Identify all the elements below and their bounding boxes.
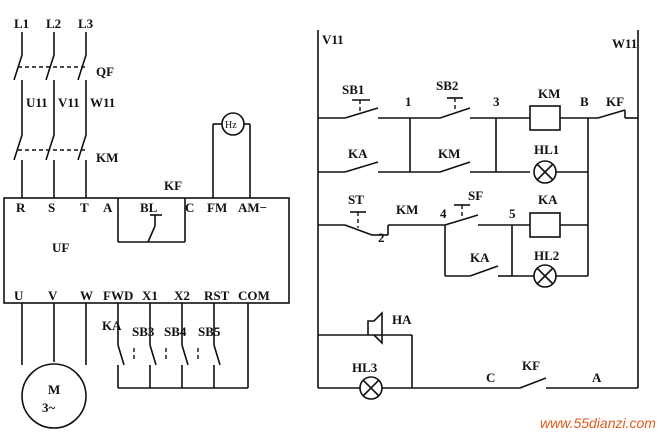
label-sb2: SB2 [436, 78, 458, 93]
label-hl3: HL3 [352, 360, 378, 375]
label-n2: 2 [378, 230, 385, 245]
horn-ha-icon [367, 311, 383, 345]
ka-coil [529, 212, 561, 238]
label-km-row3: KM [396, 202, 418, 217]
label-w: W [80, 288, 93, 303]
label-sb5: SB5 [198, 324, 221, 339]
label-qf: QF [96, 64, 114, 79]
label-c: C [185, 200, 194, 215]
label-ka-row2: KA [348, 146, 368, 161]
label-uf: UF [52, 240, 69, 255]
label-hl2: HL2 [534, 248, 559, 263]
label-a: A [103, 200, 113, 215]
label-v11: V11 [58, 95, 80, 110]
control-inputs: KA SB3 SB4 SB5 [102, 303, 249, 389]
label-sb4: SB4 [164, 324, 187, 339]
label-l3: L3 [78, 16, 94, 31]
km-coil [529, 105, 561, 131]
label-st: ST [348, 192, 364, 207]
label-fm: FM [207, 200, 227, 215]
label-l1: L1 [14, 16, 29, 31]
label-com: COM [238, 288, 270, 303]
label-hz: Hz [225, 120, 237, 131]
label-hl1: HL1 [534, 142, 559, 157]
label-sb1: SB1 [342, 82, 364, 97]
motor-icon [21, 363, 87, 429]
label-ka-row4: KA [470, 250, 490, 265]
label-v: V [48, 288, 58, 303]
label-b: B [580, 94, 589, 109]
label-w11-rail: W11 [612, 36, 637, 51]
label-kf-row6: KF [522, 358, 540, 373]
label-c-right: C [486, 370, 495, 385]
label-motor-sub: 3~ [42, 400, 56, 415]
label-n5: 5 [509, 206, 516, 221]
label-w11: W11 [90, 95, 115, 110]
inverter-uf: R S T A BL C FM AM− KF UF Hz U V W FWD X… [3, 112, 290, 304]
label-am: AM− [238, 200, 267, 215]
label-ka-input: KA [102, 318, 122, 333]
label-sf: SF [468, 188, 483, 203]
label-rst: RST [204, 288, 230, 303]
label-km-main: KM [96, 150, 118, 165]
label-x1: X1 [142, 288, 158, 303]
label-x2: X2 [174, 288, 190, 303]
label-a-right: A [592, 370, 602, 385]
watermark: www.55dianzi.com [540, 415, 656, 431]
label-fwd: FWD [103, 288, 133, 303]
label-v11-rail: V11 [322, 32, 344, 47]
label-kf-contact: KF [606, 94, 624, 109]
label-sb3: SB3 [132, 324, 155, 339]
label-u11: U11 [26, 95, 48, 110]
label-km-row2: KM [438, 146, 460, 161]
label-motor: M [48, 382, 60, 397]
label-ha: HA [392, 312, 412, 327]
label-bl: BL [140, 200, 158, 215]
motor-wiring: M 3~ [21, 303, 87, 429]
label-kf-relay: KF [164, 178, 182, 193]
label-t: T [80, 200, 89, 215]
power-circuit: L1 L2 L3 QF U11 V11 W11 KM [13, 16, 118, 198]
label-ka-coil: KA [538, 192, 558, 207]
label-u: U [14, 288, 24, 303]
label-s: S [48, 200, 55, 215]
label-r: R [16, 200, 26, 215]
label-n1: 1 [405, 94, 412, 109]
control-circuit: V11 W11 SB1 SB2 1 3 KM B KF [317, 30, 639, 400]
label-l2: L2 [46, 16, 61, 31]
label-n3: 3 [493, 94, 500, 109]
label-n4: 4 [440, 206, 447, 221]
label-km-coil: KM [538, 86, 560, 101]
